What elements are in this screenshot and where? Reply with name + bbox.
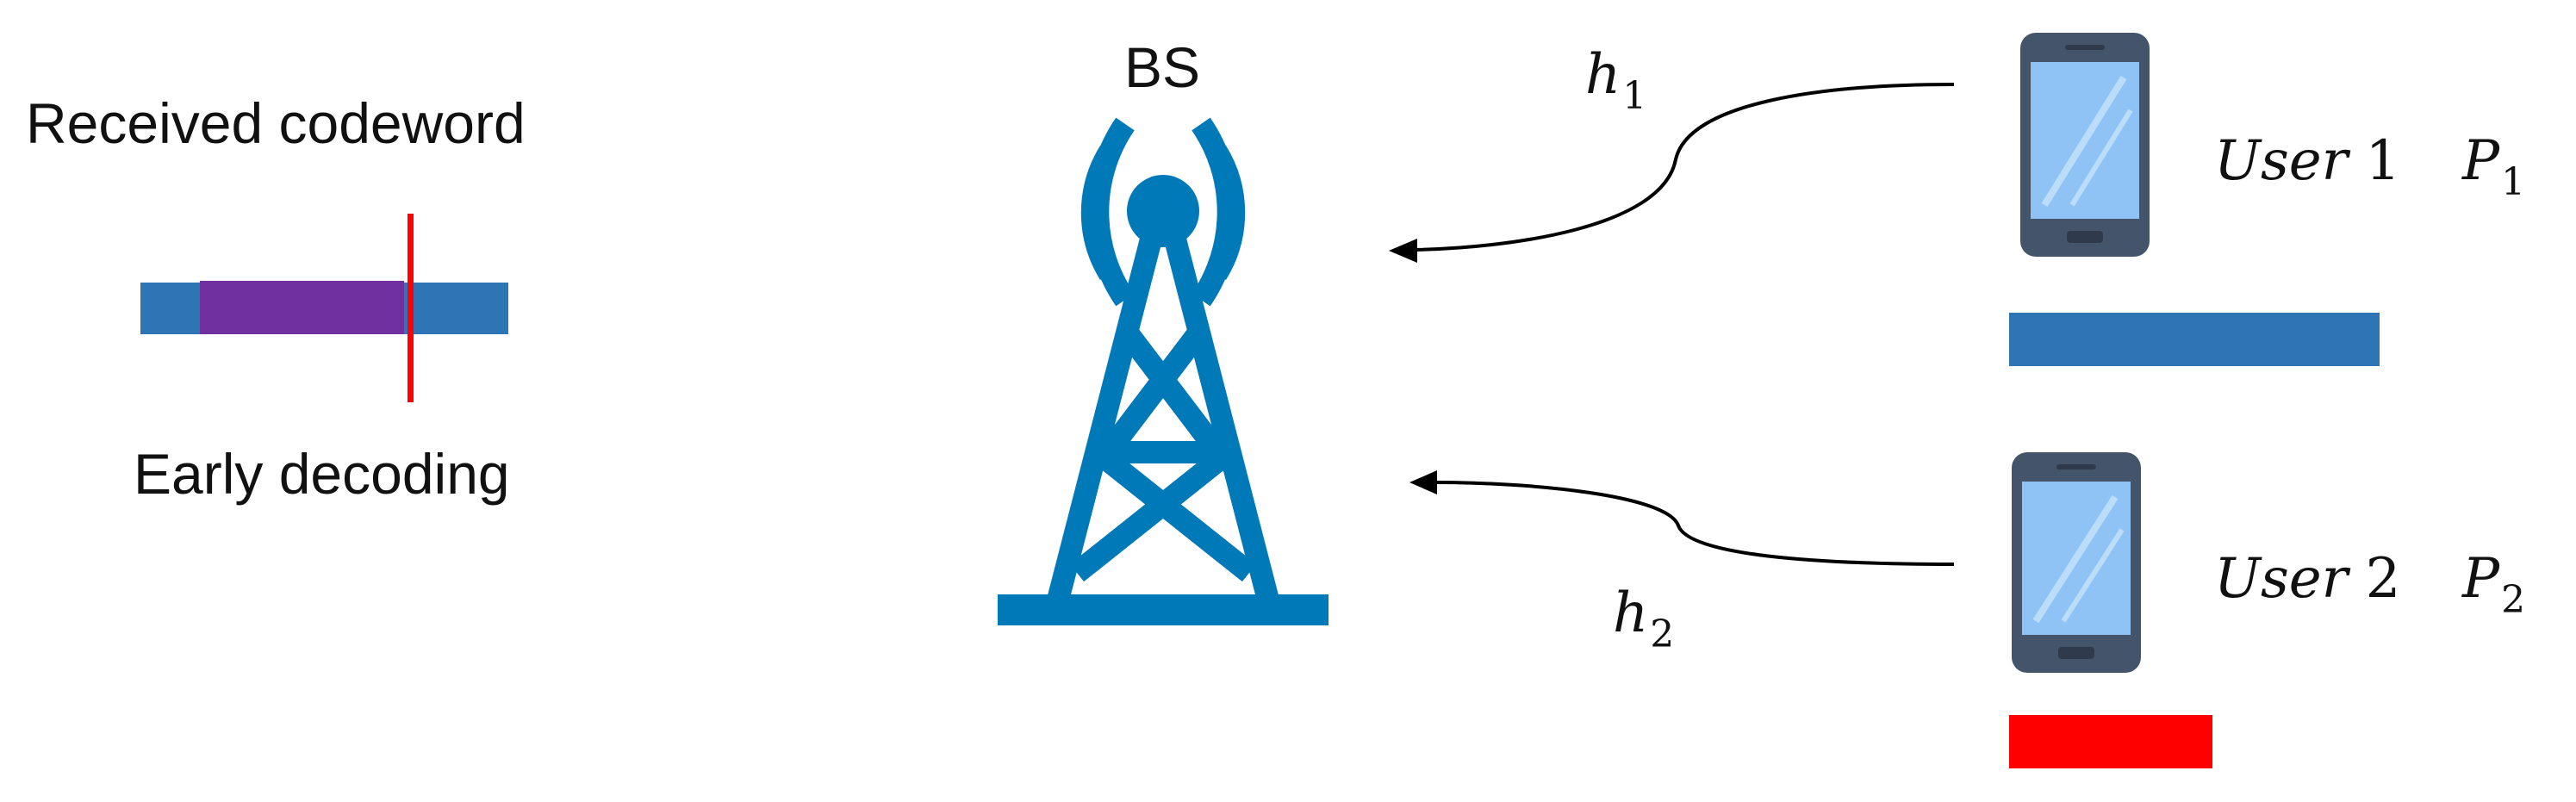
channel-2-arrow	[1434, 481, 1955, 566]
channel-1-index: 1	[1622, 74, 1647, 118]
channel-2-label: h2	[1613, 586, 1674, 654]
user-1-signal-bar	[2009, 313, 2380, 366]
early-decoding-cut-line	[408, 214, 414, 402]
user-1-label: User 1	[2214, 134, 2400, 189]
user-2-number: 2	[2365, 547, 2401, 611]
channel-2-index: 2	[1650, 612, 1675, 656]
user-2-label: User 2	[2214, 551, 2400, 606]
decoded-portion-bar	[200, 281, 404, 334]
user-2-power-symbol: P	[2462, 547, 2500, 611]
channel-1-symbol: h	[1585, 43, 1621, 107]
cell-tower-icon	[998, 117, 1328, 625]
channel-1-arrow	[1412, 83, 1955, 252]
user-1-power-symbol: P	[2462, 129, 2500, 193]
early-decoding-label: Early decoding	[134, 442, 510, 506]
user-2-phone-icon	[2012, 452, 2141, 673]
user-2-power-label: P2	[2462, 551, 2525, 619]
bs-label: BS	[1124, 35, 1201, 99]
channel-2-arrowhead	[1409, 470, 1437, 494]
user-2-power-index: 2	[2501, 578, 2526, 622]
channel-1-arrowhead	[1389, 239, 1417, 263]
received-codeword-label: Received codeword	[26, 91, 526, 155]
user-1-power-label: P1	[2462, 134, 2525, 202]
user-1-number: 1	[2365, 129, 2401, 193]
user-2-name: User	[2214, 547, 2349, 611]
user-1-phone-icon	[2020, 33, 2150, 257]
channel-2-symbol: h	[1613, 581, 1649, 645]
user-2-signal-bar	[2009, 715, 2212, 768]
user-1-name: User	[2214, 129, 2349, 193]
channel-1-label: h1	[1585, 47, 1646, 115]
user-1-power-index: 1	[2501, 160, 2526, 204]
